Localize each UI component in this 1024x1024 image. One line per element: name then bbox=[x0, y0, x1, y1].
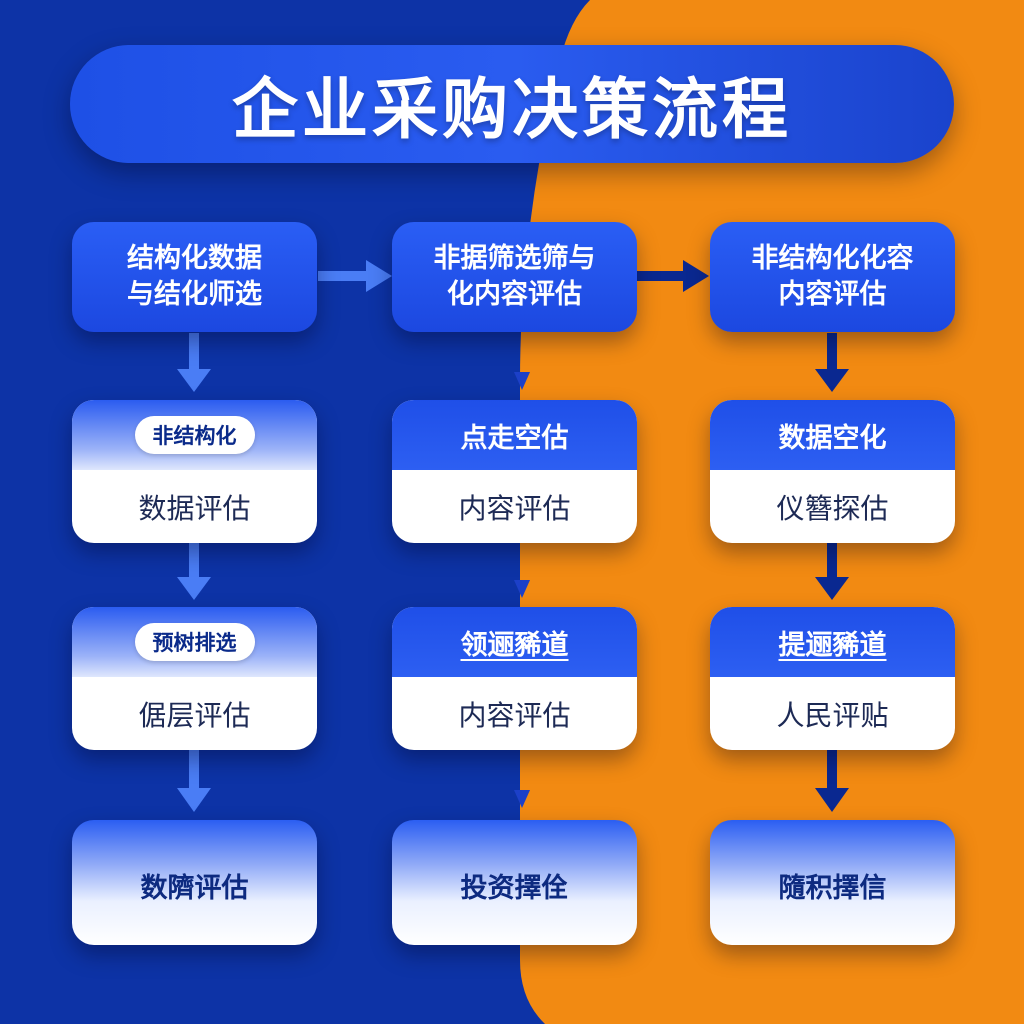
arrow-col2-to-col3 bbox=[637, 260, 709, 292]
col1-step1-label: 非结构化 bbox=[134, 416, 255, 454]
col3-step1-text: 仪簪探估 bbox=[776, 491, 889, 525]
col1-final-text: 数隮评估 bbox=[140, 873, 249, 904]
arrow-col2-down-1 bbox=[514, 372, 530, 390]
arrow-col3-down-3 bbox=[815, 750, 849, 812]
col1-step1-text: 数据评估 bbox=[138, 491, 251, 525]
col2-header-line1: 非据筛选筛与 bbox=[433, 242, 596, 274]
arrow-col2-down-3 bbox=[514, 790, 530, 808]
page-title: 企业采购决策流程 bbox=[232, 71, 792, 148]
col2-step1-text: 内容评估 bbox=[458, 491, 571, 525]
col3-header-node: 非结构化化容 内容评估 bbox=[710, 222, 955, 332]
col2-final-text: 投资擇佺 bbox=[460, 873, 569, 904]
col1-step2-text: 倨层评估 bbox=[138, 698, 251, 732]
arrow-col3-down-2 bbox=[815, 543, 849, 600]
col3-step2-node: 提逦豨道 人民评贴 bbox=[710, 607, 955, 750]
col1-final-node: 数隮评估 bbox=[72, 820, 317, 945]
col2-step2-text: 内容评估 bbox=[458, 698, 571, 732]
col2-header-node: 非据筛选筛与 化内容评估 bbox=[392, 222, 637, 332]
col3-final-text: 隨积擇信 bbox=[778, 873, 887, 904]
col2-header-line2: 化内容评估 bbox=[447, 279, 582, 310]
col3-header-line2: 内容评估 bbox=[778, 279, 887, 310]
col1-step2-node: 预树排选 倨层评估 bbox=[72, 607, 317, 750]
col3-step1-label: 数据空化 bbox=[710, 400, 955, 470]
col1-step2-label: 预树排选 bbox=[134, 623, 255, 661]
col3-step2-label: 提逦豨道 bbox=[778, 629, 887, 661]
arrow-col1-down-1 bbox=[177, 333, 211, 392]
col2-final-node: 投资擇佺 bbox=[392, 820, 637, 945]
col2-step1-label: 点走空估 bbox=[392, 400, 637, 470]
col2-step1-node: 点走空估 内容评估 bbox=[392, 400, 637, 543]
arrow-col1-down-3 bbox=[177, 750, 211, 812]
col3-step2-text: 人民评贴 bbox=[776, 698, 889, 732]
arrow-col1-down-2 bbox=[177, 543, 211, 600]
col2-step2-node: 领逦豨道 内容评估 bbox=[392, 607, 637, 750]
col1-header-line1: 结构化数据 bbox=[127, 242, 262, 274]
col3-final-node: 隨积擇信 bbox=[710, 820, 955, 945]
arrow-col2-down-2 bbox=[514, 580, 530, 598]
arrow-col1-to-col2 bbox=[318, 260, 392, 292]
arrow-col3-down-1 bbox=[815, 333, 849, 392]
title-banner: 企业采购决策流程 bbox=[70, 45, 954, 163]
col3-step1-node: 数据空化 仪簪探估 bbox=[710, 400, 955, 543]
col3-header-line1: 非结构化化容 bbox=[751, 242, 914, 274]
col1-header-node: 结构化数据 与结化师选 bbox=[72, 222, 317, 332]
col1-step1-node: 非结构化 数据评估 bbox=[72, 400, 317, 543]
col1-header-line2: 与结化师选 bbox=[127, 279, 262, 310]
col2-step2-label: 领逦豨道 bbox=[460, 629, 569, 661]
